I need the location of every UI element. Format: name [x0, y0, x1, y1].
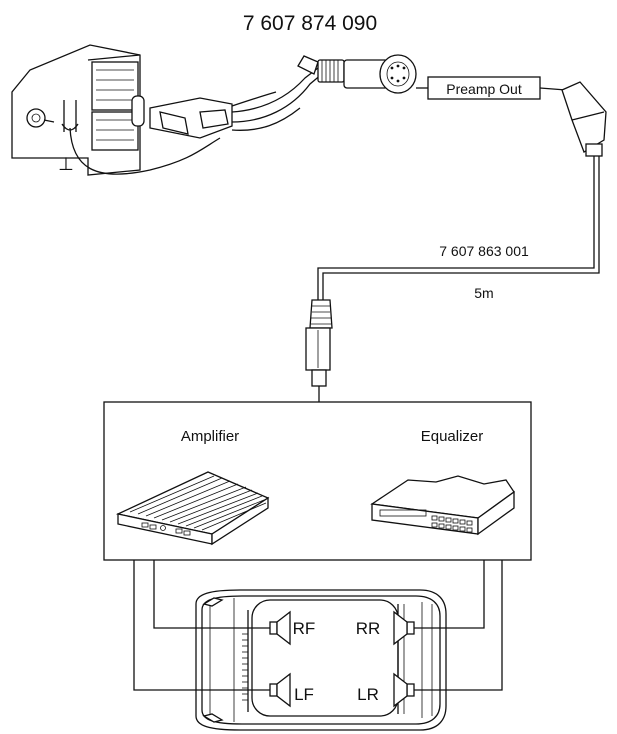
speaker-wires: [133, 560, 503, 691]
speaker-label-lr: LR: [357, 685, 379, 704]
rca-plug: [305, 299, 333, 387]
preamp-out-label: Preamp Out: [446, 81, 522, 97]
amplifier-equalizer-box: [103, 401, 532, 561]
speaker-lf-icon: [269, 672, 291, 708]
amplifier-device: [115, 471, 270, 546]
speaker-label-lf: LF: [294, 685, 314, 704]
cable-part-number: 7 607 863 001: [439, 243, 529, 259]
ground-wire: [69, 127, 221, 175]
speaker-rf-icon: [269, 610, 291, 646]
adapter-plug: [149, 97, 233, 139]
part-number-top: 7 607 874 090: [243, 12, 377, 35]
din-connector: [297, 54, 417, 94]
equalizer-device: [370, 475, 515, 536]
speaker-label-rr: RR: [356, 619, 381, 638]
radio-chassis: [11, 44, 145, 176]
amplifier-label: Amplifier: [181, 428, 239, 445]
harness-cable: [231, 67, 319, 113]
preamp-cable: [317, 156, 595, 300]
ground-symbol: ⊥: [58, 154, 74, 174]
speaker-rr-icon: [393, 610, 415, 646]
speaker-lr-icon: [393, 672, 415, 708]
angled-connector: [561, 81, 607, 157]
car-outline: [195, 589, 447, 731]
speaker-label-rf: RF: [293, 619, 316, 638]
cable-length: 5m: [474, 285, 493, 301]
equalizer-label: Equalizer: [421, 428, 484, 445]
